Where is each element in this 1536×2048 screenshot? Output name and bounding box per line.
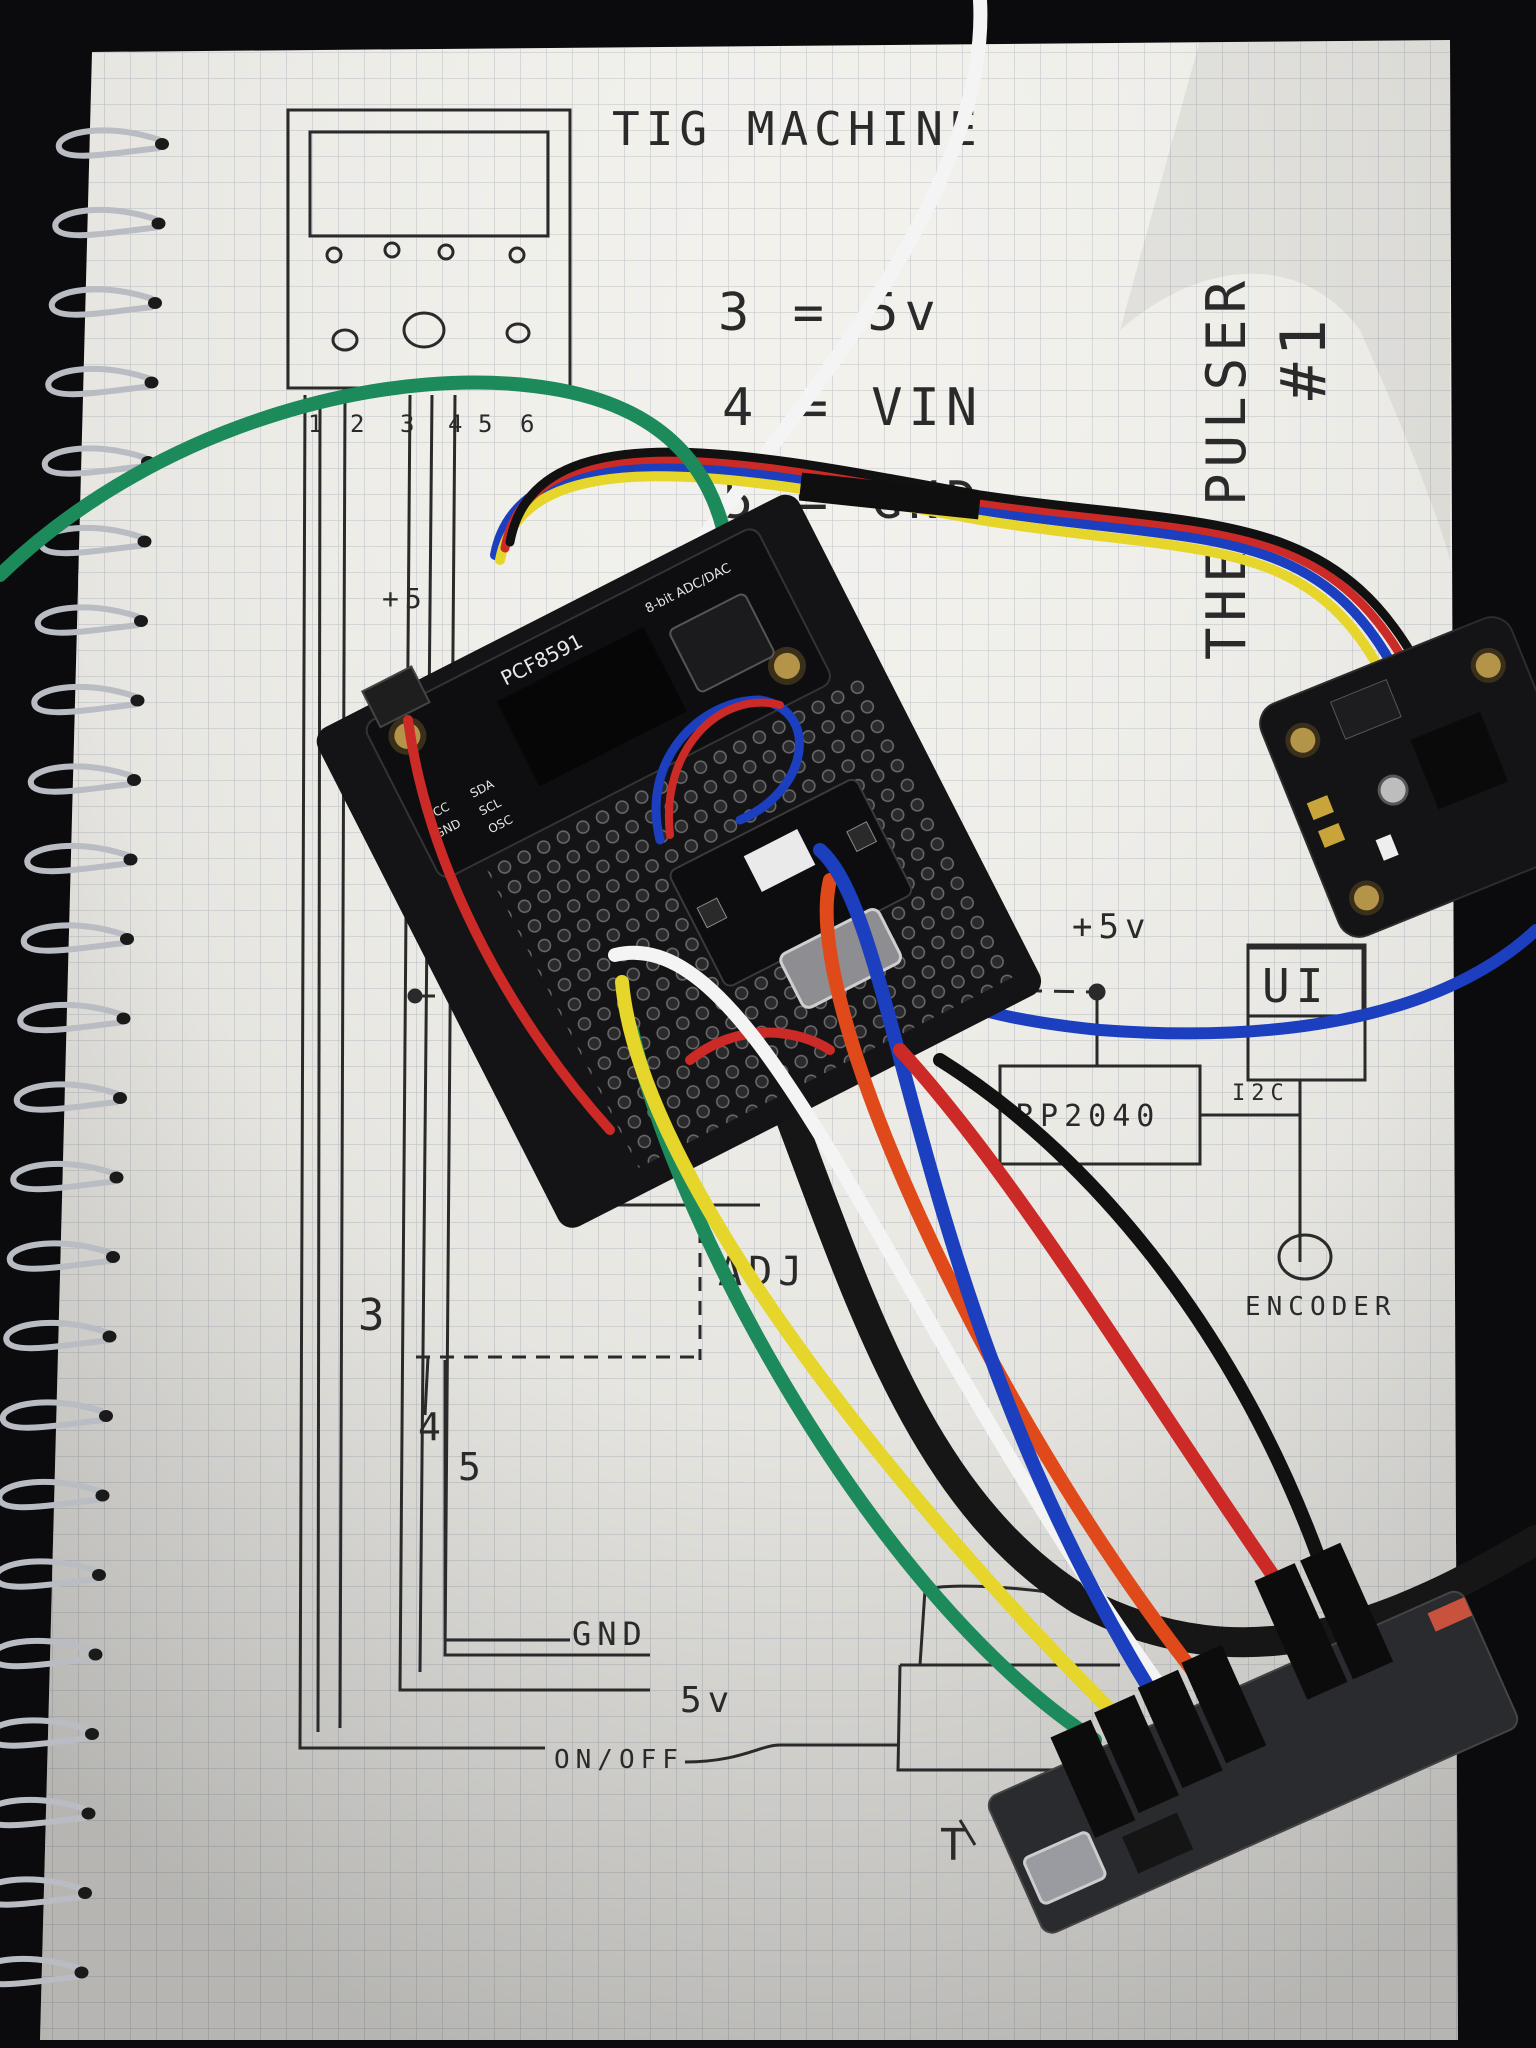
binding-hole <box>144 376 159 389</box>
project-number: #1 <box>1267 313 1340 400</box>
svg-text:3: 3 <box>400 410 420 438</box>
spiral-ring <box>6 1240 112 1272</box>
binding-hole <box>127 774 141 786</box>
pin-numbers: 1 2 3 4 5 6 <box>308 410 540 438</box>
spiral-ring <box>24 842 130 875</box>
binding-hole <box>148 297 162 309</box>
spiral-ring <box>0 1478 102 1511</box>
wires-pcb <box>403 695 835 1135</box>
encoder-breakout <box>1259 616 1536 938</box>
bottom-label: T <box>940 1820 973 1871</box>
spiral-ring <box>34 604 140 636</box>
svg-text:4: 4 <box>448 410 468 438</box>
svg-text:5: 5 <box>478 410 498 438</box>
binding-hole <box>151 217 166 230</box>
spiral-ring <box>3 1319 109 1352</box>
tig-machine-title: TIG MACHINE <box>612 102 983 156</box>
bottom-dev-board <box>987 1542 1519 1934</box>
binding-hole <box>116 1012 131 1025</box>
spiral-ring <box>0 1876 84 1908</box>
tig-display-outline <box>308 130 550 238</box>
spiral-ring <box>52 206 158 239</box>
svg-text:6: 6 <box>520 410 540 438</box>
plus5-right-label: +5v <box>1072 907 1151 947</box>
blue-jumper-wire <box>813 843 1157 1697</box>
project-name: THE PULSER <box>1195 275 1258 660</box>
spiral-ring <box>20 922 126 954</box>
spiral-ring <box>0 1637 95 1670</box>
binding-hole <box>123 853 138 866</box>
spiral-ring <box>55 127 161 159</box>
spiral-ring <box>0 1796 88 1829</box>
spiral-ring <box>27 763 133 795</box>
svg-text:2: 2 <box>350 410 370 438</box>
binding-hole <box>109 1171 124 1184</box>
plus5-left-label: +5 <box>382 582 428 615</box>
line-number-4: 4 <box>418 1405 447 1449</box>
binding-hole <box>130 694 145 707</box>
yellow-jumper-wire <box>615 975 1127 1727</box>
note-line-1: 3 = 5v <box>718 283 942 343</box>
spiral-ring <box>41 445 147 477</box>
orange-jumper-wire <box>819 873 1207 1687</box>
binding-hole <box>78 1887 92 1899</box>
note-line-2: 4 = VIN <box>722 378 983 438</box>
binding-hole <box>134 615 148 627</box>
spiral-ring <box>0 1558 98 1590</box>
gnd-label: GND <box>572 1615 648 1653</box>
line-number-5: 5 <box>458 1445 487 1489</box>
binding-hole <box>102 1330 117 1343</box>
binding-hole <box>81 1807 96 1820</box>
line-number-3: 3 <box>358 1290 391 1341</box>
spiral-binding <box>0 127 169 1988</box>
binding-hole <box>155 138 169 150</box>
5v-label: 5v <box>680 1680 735 1721</box>
white-jumper-wire <box>608 945 1177 1707</box>
binding-hole <box>95 1489 110 1502</box>
binding-hole <box>92 1569 106 1581</box>
spiral-ring <box>0 1399 105 1431</box>
spiral-ring <box>0 1717 91 1749</box>
ui-label: UI <box>1262 959 1329 1013</box>
red-jumper-wire <box>893 1043 1297 1607</box>
binding-hole <box>85 1728 99 1740</box>
on-off-label: ON/OFF <box>554 1745 684 1775</box>
spiral-ring <box>10 1160 116 1193</box>
wires-front <box>608 843 1337 1747</box>
pcf8591-chip <box>496 626 687 787</box>
spiral-ring <box>0 1955 81 1988</box>
spiral-ring <box>38 524 144 557</box>
spiral-ring <box>45 365 151 398</box>
perfboard-pcb: PCF8591 8-bit ADC/DAC VCC GND SDA SCL OS… <box>316 494 1042 1228</box>
encoder-label: ENCODER <box>1245 1292 1397 1322</box>
binding-hole <box>106 1251 120 1263</box>
spiral-ring <box>48 286 154 318</box>
binding-hole <box>99 1410 113 1422</box>
svg-text:1: 1 <box>308 410 328 438</box>
black-jumper-wire <box>933 1053 1337 1597</box>
binding-hole <box>88 1648 103 1661</box>
spiral-ring <box>31 683 137 716</box>
spiral-ring <box>17 1001 123 1034</box>
i2c-label: I2C <box>1232 1081 1290 1106</box>
binding-hole <box>120 933 134 945</box>
binding-hole <box>137 535 152 548</box>
binding-hole <box>113 1092 127 1104</box>
spiral-ring <box>13 1081 119 1113</box>
binding-hole <box>74 1966 89 1979</box>
